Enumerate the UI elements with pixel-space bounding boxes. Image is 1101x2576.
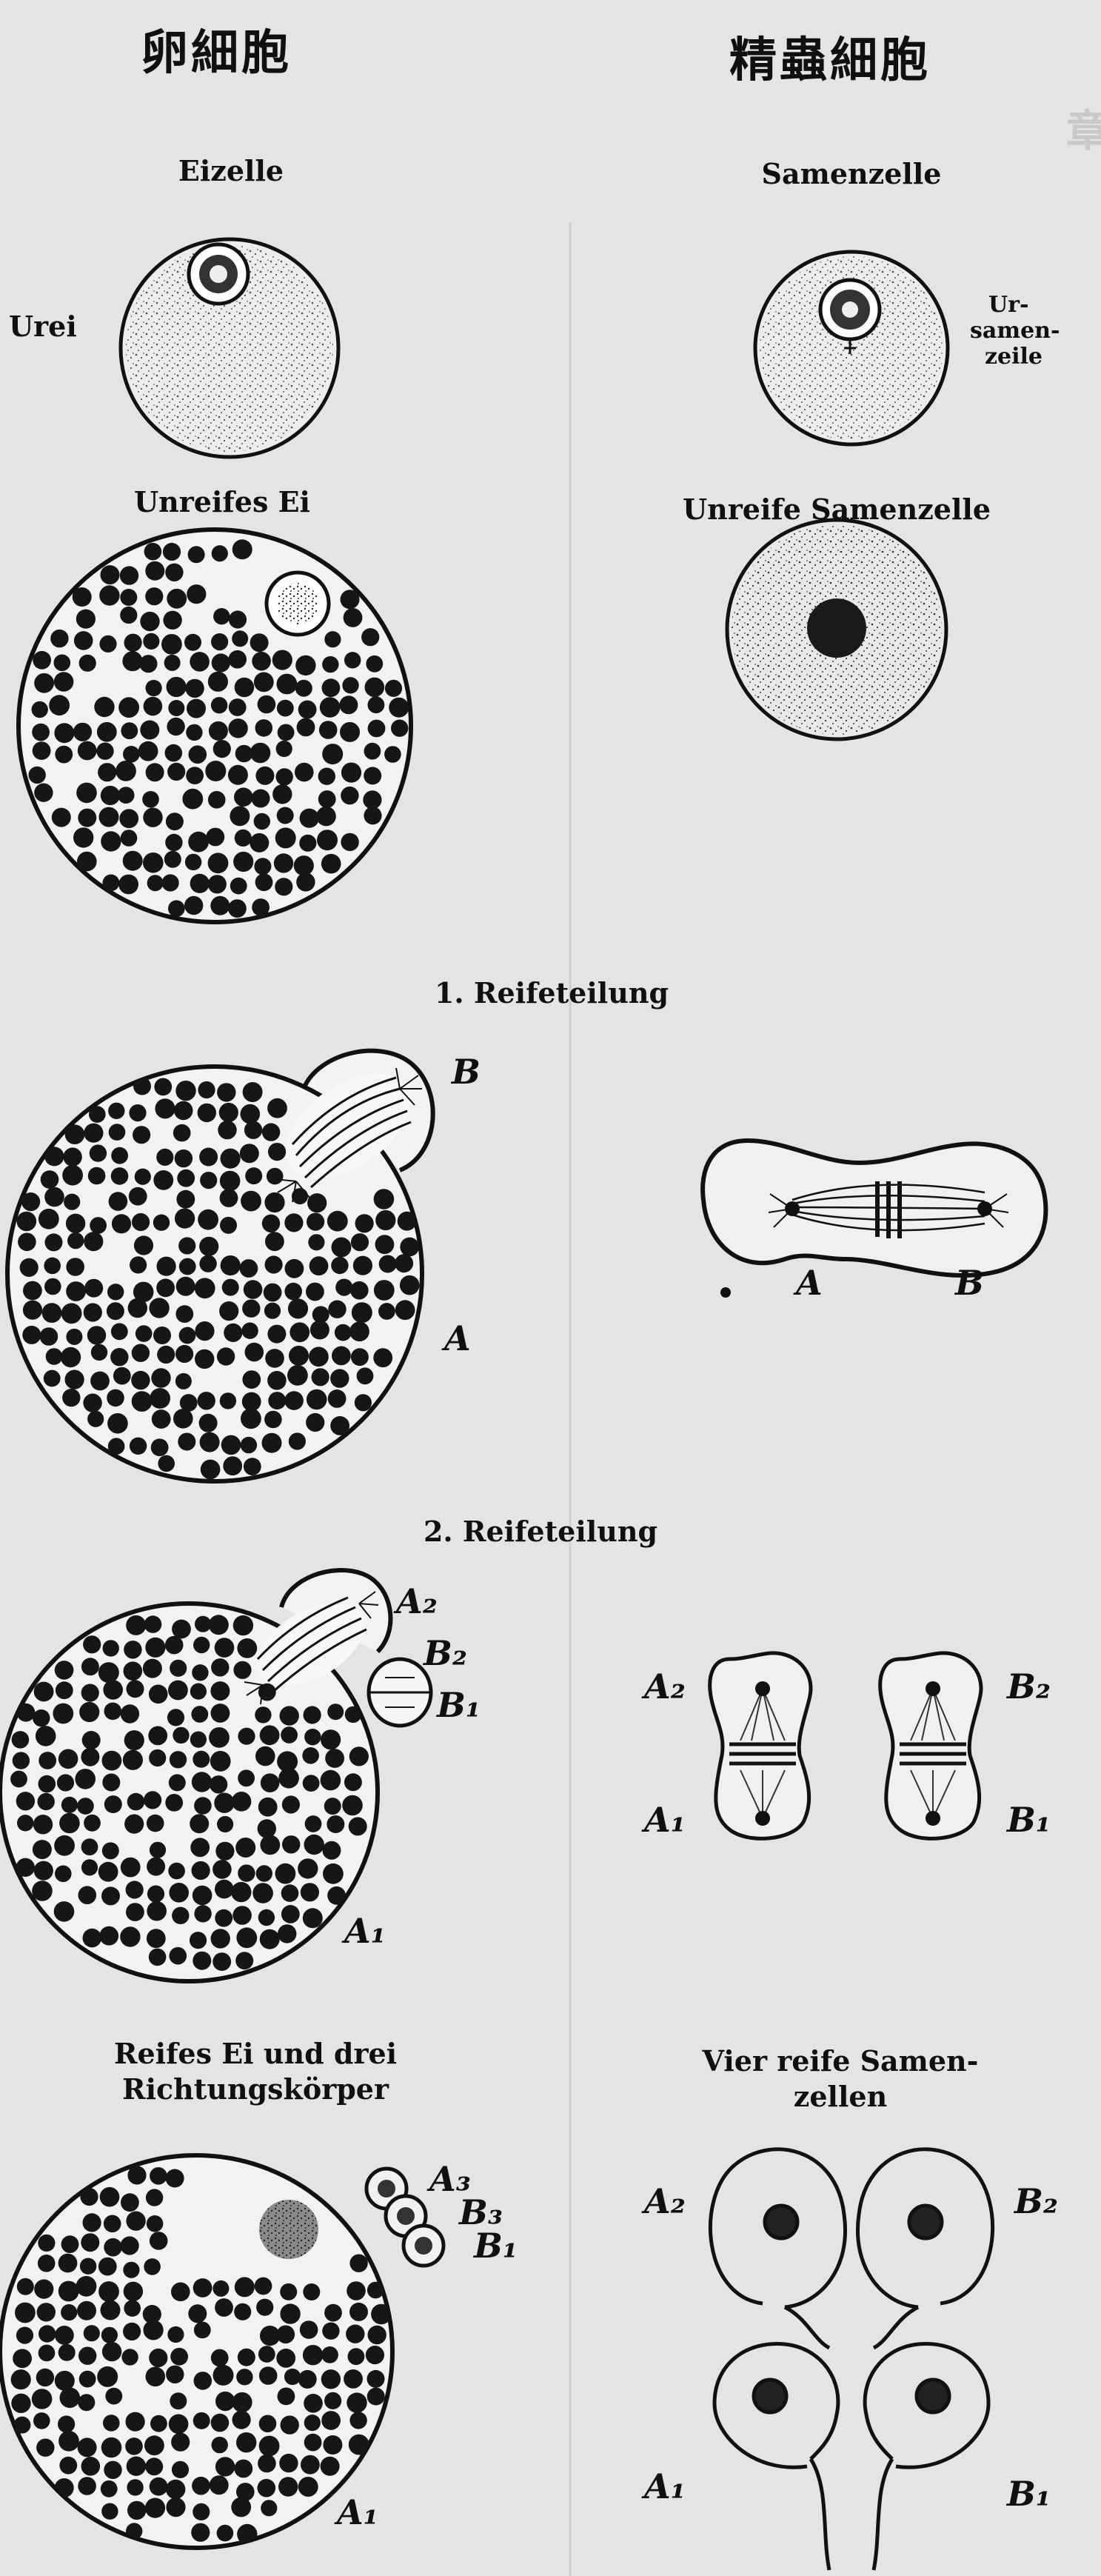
- eizelle-label: Eizelle: [178, 154, 284, 187]
- letter-a2-sperm: A₂: [644, 1666, 686, 1706]
- letter-b2-sperm: B₂: [1007, 1666, 1051, 1706]
- unreife-samenzelle-cell: [727, 520, 946, 739]
- letter-b-egg: B: [452, 1052, 481, 1092]
- letter-b1-sperm: B₁: [1007, 1800, 1051, 1840]
- letter-a1-egg: A₁: [344, 1911, 386, 1951]
- sperm-cell-header: 精蟲細胞: [729, 22, 931, 90]
- egg-first-division: [7, 1051, 433, 1481]
- four-sperm-cells: [710, 2149, 992, 2570]
- letter-b-sperm: B: [955, 1263, 984, 1303]
- second-reifeteilung-label: 2. Reifeteilung: [424, 1515, 657, 1548]
- sperm-second-division-left: [710, 1653, 811, 1838]
- letter-a2-egg: A₂: [396, 1581, 438, 1621]
- vier-samenzellen-label-line1: Vier reife Samen-: [703, 2044, 979, 2078]
- ursamenzelle-cell: [755, 252, 948, 444]
- letter-b1-sperm-final: B₁: [1007, 2474, 1051, 2514]
- urei-cell: [121, 239, 338, 457]
- letter-a1-sperm-final: A₁: [644, 2466, 686, 2506]
- letter-a1-sperm: A₁: [644, 1800, 686, 1840]
- unreifes-ei-cell: [19, 530, 411, 922]
- ursamenzelle-label-1: Ur-: [988, 293, 1028, 318]
- samenzelle-label: Samenzelle: [762, 157, 942, 190]
- sperm-second-division-right: [880, 1653, 981, 1838]
- letter-a-egg: A: [444, 1318, 471, 1358]
- letter-b1-egg: B₁: [437, 1685, 481, 1725]
- letter-a1-ripe-egg: A₁: [337, 2492, 378, 2532]
- letter-b2-sperm-final: B₂: [1014, 2181, 1058, 2221]
- urei-label: Urei: [9, 310, 77, 343]
- sperm-first-division: [703, 1141, 1045, 1298]
- ursamenzelle-label-3: zeile: [985, 344, 1043, 370]
- reifes-ei-label-line2: Richtungskörper: [122, 2072, 389, 2106]
- letter-a-sperm: A: [796, 1263, 823, 1303]
- letter-a2-sperm-final: A₂: [644, 2181, 686, 2221]
- letter-b2-egg: B₂: [424, 1633, 467, 1673]
- first-reifeteilung-label: 1. Reifeteilung: [435, 976, 669, 1010]
- vier-samenzellen-label-line2: zellen: [794, 2080, 887, 2113]
- ursamenzelle-label-2: samen-: [970, 318, 1060, 344]
- ripe-egg-cell: [0, 2155, 392, 2548]
- reifes-ei-label-line1: Reifes Ei und drei: [114, 2037, 397, 2070]
- letter-b1-polar: B₁: [474, 2226, 518, 2266]
- unreifes-ei-label: Unreifes Ei: [134, 485, 310, 518]
- unreife-samenzelle-label: Unreife Samenzelle: [683, 493, 991, 526]
- egg-cell-header: 卵細胞: [141, 15, 292, 83]
